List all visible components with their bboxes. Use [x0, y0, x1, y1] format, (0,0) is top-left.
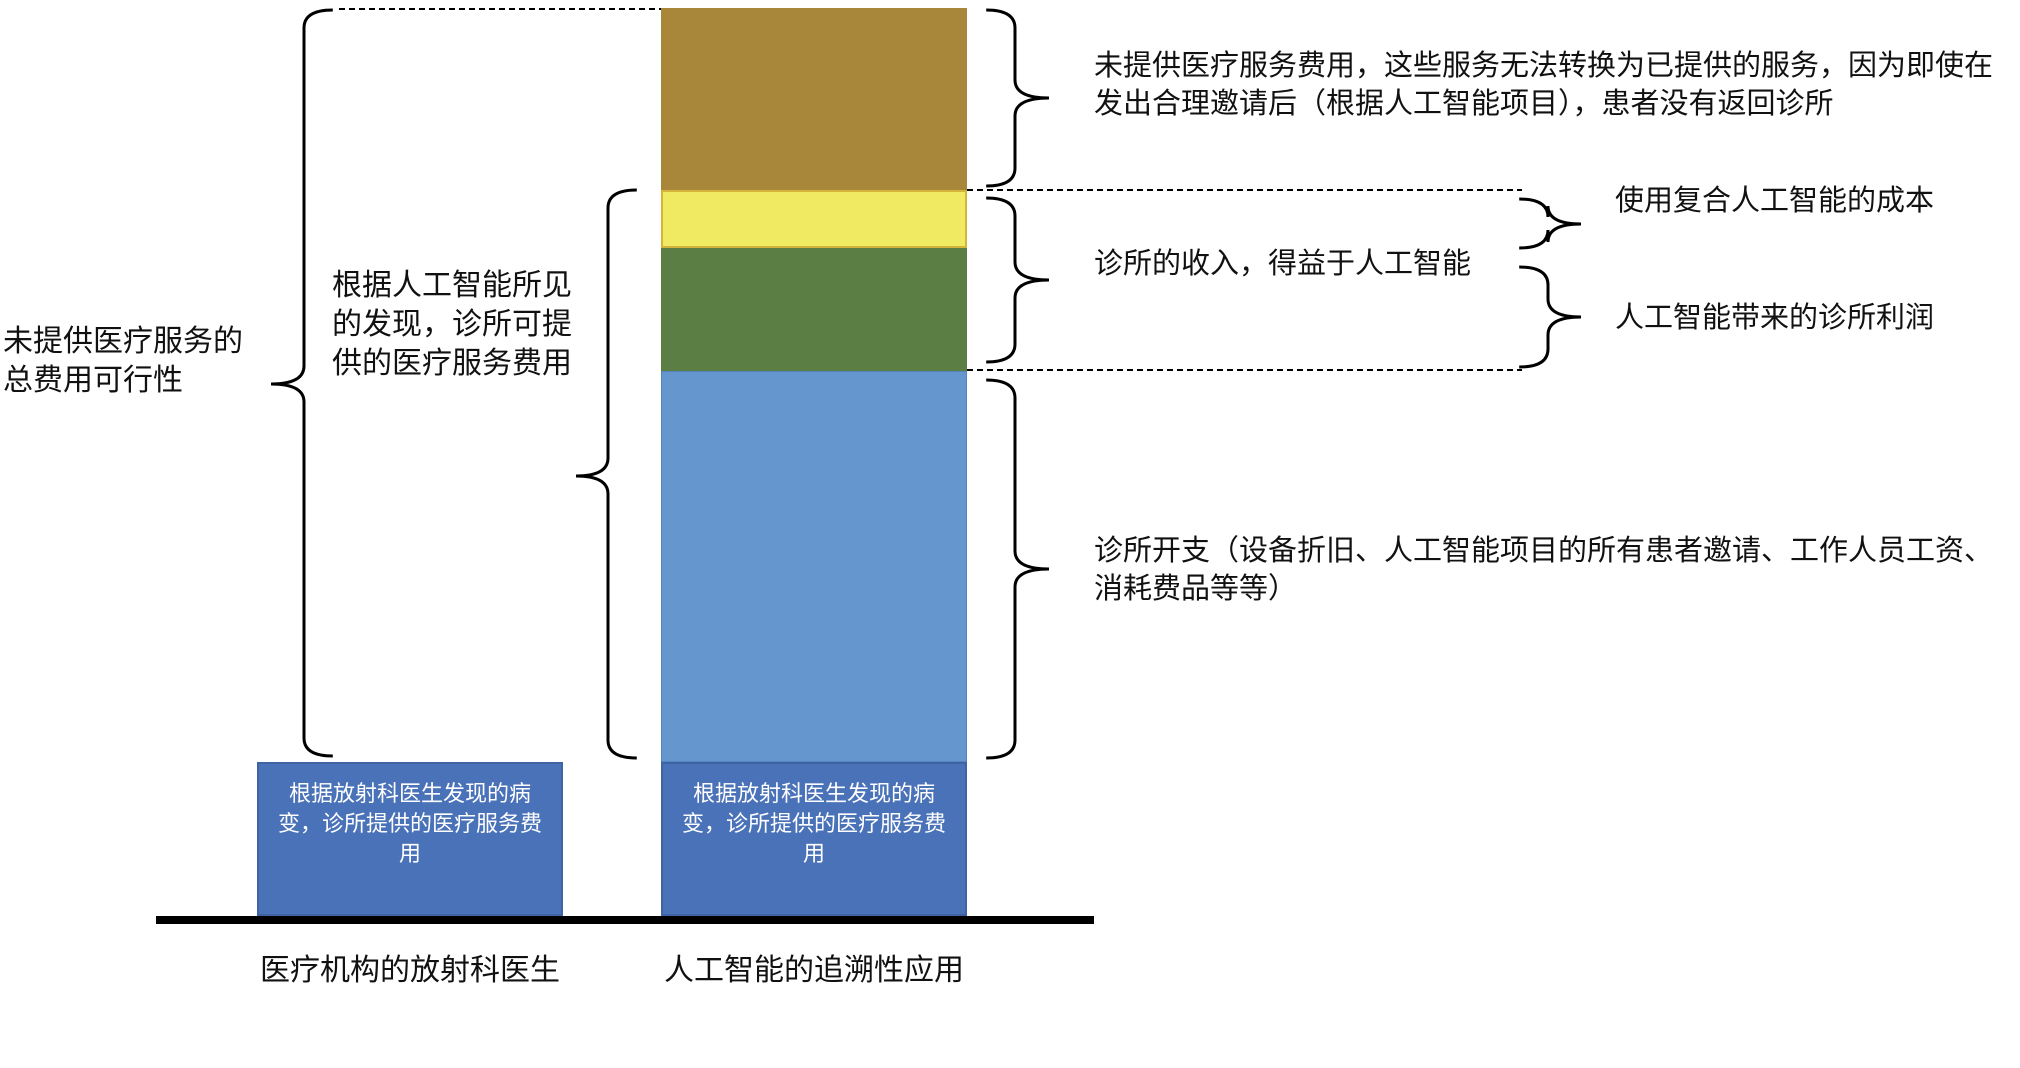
label-unprovided-services: 未提供医疗服务费用，这些服务无法转换为已提供的服务，因为即使在发出合理邀请后（根… — [1094, 48, 1994, 120]
middle-label-ai-findings: 根据人工智能所见的发现，诊所可提供的医疗服务费用 — [332, 268, 572, 381]
baseline — [156, 916, 1094, 924]
label-clinic-expenses: 诊所开支（设备折旧、人工智能项目的所有患者邀请、工作人员工资、消耗费品等等） — [1094, 533, 1994, 605]
left-brace-total — [270, 8, 333, 758]
segment-ai-cost — [661, 190, 967, 248]
label-ai-profit: 人工智能带来的诊所利润 — [1615, 300, 1935, 334]
ai-base-text: 根据放射科医生发现的病变，诊所提供的医疗服务费用 — [681, 782, 946, 867]
segment-unprovided-services — [661, 8, 967, 190]
axis-label-radiologist: 医疗机构的放射科医生 — [260, 953, 560, 988]
right-brace-ai-cost — [1519, 197, 1582, 250]
right-brace-unprovided — [986, 8, 1050, 188]
right-brace-revenue — [986, 196, 1050, 364]
right-brace-expenses — [986, 378, 1050, 760]
radiologist-base-text: 根据放射科医生发现的病变，诊所提供的医疗服务费用 — [277, 782, 542, 867]
label-clinic-revenue: 诊所的收入，得益于人工智能 — [1094, 246, 1472, 280]
radiologist-base-box — [257, 762, 563, 916]
segment-ai-profit — [661, 248, 967, 371]
label-ai-cost: 使用复合人工智能的成本 — [1615, 183, 1935, 217]
middle-brace-ai-findings — [575, 188, 637, 760]
right-brace-ai-profit — [1519, 265, 1582, 369]
axis-label-ai: 人工智能的追溯性应用 — [664, 953, 964, 988]
left-label-total-unprovided: 未提供医疗服务的总费用可行性 — [3, 324, 243, 398]
ai-base-box — [661, 762, 967, 916]
segment-clinic-expenses — [661, 371, 967, 762]
